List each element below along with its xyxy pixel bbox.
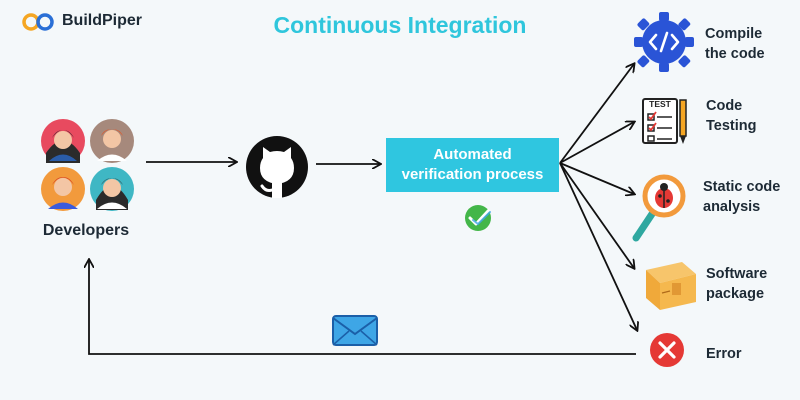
output-static-line-1: Static code bbox=[703, 179, 781, 195]
verification-line-2: verification process bbox=[401, 166, 544, 183]
verification-process-box: Automated verification process bbox=[386, 138, 559, 192]
arrow-to-package bbox=[559, 162, 634, 268]
output-compile-line-1: Compile bbox=[705, 26, 763, 42]
test-clipboard-icon bbox=[642, 98, 687, 144]
code-gear-icon bbox=[634, 12, 694, 72]
buildpiper-logo-icon bbox=[22, 13, 54, 31]
arrow-to-error bbox=[559, 162, 637, 330]
error-icon bbox=[650, 333, 684, 367]
output-compile-line-2: the code bbox=[705, 46, 765, 62]
arrow-error-feedback bbox=[89, 260, 636, 355]
check-icon bbox=[465, 205, 491, 231]
output-testing-line-2: Testing bbox=[706, 118, 757, 134]
developers-label: Developers bbox=[42, 222, 130, 239]
output-error-label: Error bbox=[706, 344, 741, 364]
output-static-label: Static code analysis bbox=[703, 177, 780, 217]
package-box-icon bbox=[646, 262, 696, 310]
envelope-icon bbox=[332, 315, 378, 346]
brand-name: BuildPiper bbox=[62, 12, 143, 29]
output-static-line-2: analysis bbox=[703, 199, 761, 215]
output-package-line-1: Software bbox=[706, 266, 768, 282]
developer-avatar-4 bbox=[90, 167, 134, 211]
magnifier-bug-icon bbox=[632, 174, 686, 242]
output-testing-line-1: Code bbox=[706, 98, 743, 114]
output-error-line-1: Error bbox=[706, 346, 742, 362]
developer-avatar-3 bbox=[41, 167, 85, 211]
github-icon bbox=[246, 136, 308, 198]
output-package-line-2: package bbox=[706, 286, 765, 302]
brand: BuildPiper bbox=[20, 10, 142, 32]
output-testing-label: Code Testing bbox=[706, 96, 756, 136]
diagram-title: Continuous Integration bbox=[273, 12, 527, 38]
developer-avatar-2 bbox=[90, 119, 134, 163]
verification-line-1: Automated bbox=[433, 146, 512, 163]
output-package-label: Software package bbox=[706, 264, 767, 304]
test-card-text: TEST bbox=[649, 99, 671, 109]
developer-avatar-1 bbox=[41, 119, 85, 163]
arrow-to-testing bbox=[559, 122, 634, 164]
arrow-to-compile bbox=[559, 64, 634, 164]
output-compile-label: Compile the code bbox=[705, 24, 765, 64]
arrow-to-static-analysis bbox=[559, 162, 634, 194]
